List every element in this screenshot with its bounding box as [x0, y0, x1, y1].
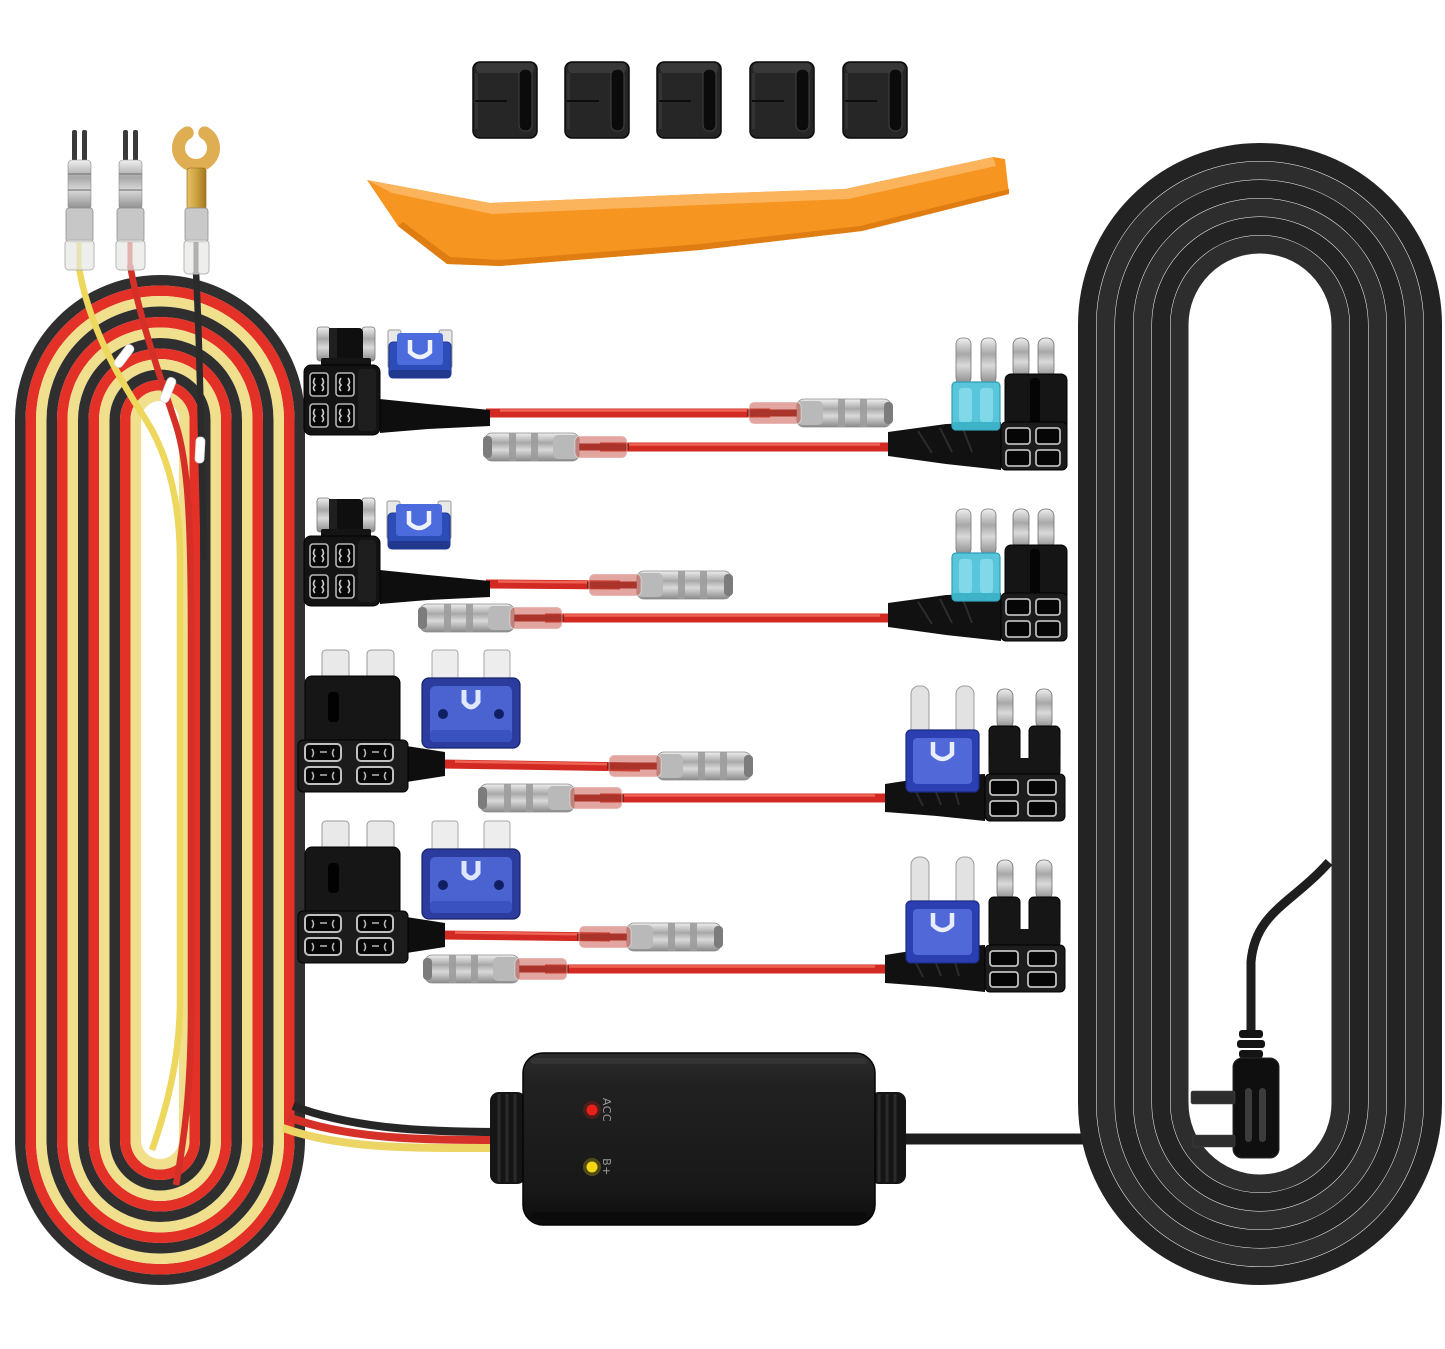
cable-clip-1 — [472, 61, 538, 139]
fuse-tap-row-2 — [304, 498, 1068, 642]
fuse-tap-row-1 — [304, 327, 1068, 471]
black-lead-wire — [192, 271, 208, 561]
cable-clip-3 — [656, 61, 722, 139]
usb-lead-cable — [1246, 859, 1333, 1032]
acc-led-label: ACC — [600, 1098, 613, 1122]
spade-fork-terminal — [172, 126, 220, 275]
red-lead-wire — [126, 264, 195, 1186]
lead-wires — [75, 264, 208, 1186]
low-profile-mini-fuse — [387, 501, 451, 549]
butt-connector — [478, 784, 624, 812]
power-cable-coil — [15, 126, 305, 1285]
cable-clip-4 — [749, 61, 815, 139]
micro2-fuse — [951, 337, 1001, 431]
butt-connector — [607, 752, 753, 780]
standard-blade-fuse — [422, 821, 520, 919]
bullet-terminal-1 — [64, 130, 95, 271]
butt-connector — [747, 399, 893, 427]
butt-connector — [577, 923, 723, 951]
yellow-lead-wire — [75, 267, 184, 1152]
fuse-tap-row-3 — [298, 650, 1066, 822]
micro2-fuse — [951, 508, 1001, 602]
mini-usb-connector — [1190, 859, 1333, 1159]
hardwire-converter: ACC B+ — [281, 1052, 906, 1226]
butt-connector — [483, 433, 629, 461]
bplus-led — [586, 1161, 598, 1173]
usb-plug-body — [1232, 1057, 1280, 1159]
acc-led — [586, 1104, 598, 1116]
trim-pry-tool — [367, 157, 1009, 266]
standard-blade-fuse — [422, 650, 520, 748]
cable-clips — [472, 61, 908, 139]
butt-connector — [587, 571, 733, 599]
converter-body — [522, 1052, 876, 1226]
bullet-terminal-2 — [115, 130, 146, 271]
cable-clip-5 — [842, 61, 908, 139]
mini-blade-fuse — [906, 857, 979, 963]
butt-connector — [418, 604, 564, 632]
bplus-led-label: B+ — [600, 1158, 613, 1176]
cable-clip-2 — [564, 61, 630, 139]
fuse-tap-row-4 — [298, 821, 1066, 993]
low-profile-mini-fuse — [388, 330, 452, 378]
mini-blade-fuse — [906, 686, 979, 792]
butt-connector — [423, 955, 569, 983]
usb-cable-coil — [873, 143, 1442, 1285]
fork-claw — [172, 126, 220, 172]
